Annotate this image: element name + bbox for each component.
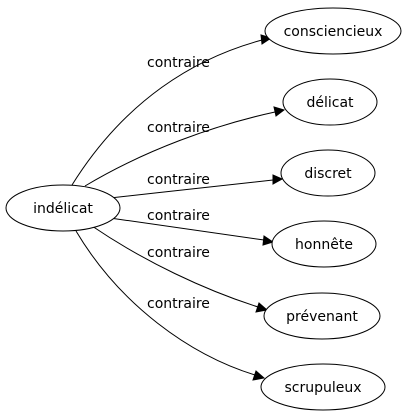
edge-line xyxy=(75,230,256,376)
arrowhead-icon xyxy=(273,106,286,117)
edge-line xyxy=(109,217,265,241)
target-node-discret: discret xyxy=(280,149,376,197)
edge-label: contraire xyxy=(147,55,210,71)
arrowhead-icon xyxy=(252,370,266,381)
edge-scrupuleux: contraire xyxy=(75,230,266,381)
target-node-delicat: délicat xyxy=(282,78,378,126)
edge-label: contraire xyxy=(147,120,210,136)
arrowhead-icon xyxy=(272,174,284,185)
edge-delicat: contraire xyxy=(84,106,286,187)
arrowhead-icon xyxy=(262,235,275,246)
arrowhead-icon xyxy=(255,302,269,313)
edge-label: contraire xyxy=(147,208,210,224)
target-node-label: honnête xyxy=(295,237,353,253)
target-node-label: scrupuleux xyxy=(284,380,361,396)
edge-label: contraire xyxy=(147,245,210,261)
edge-honnete: contraire xyxy=(109,208,275,246)
target-node-label: prévenant xyxy=(286,309,358,325)
target-node-honnete: honnête xyxy=(271,220,377,268)
source-node-label: indélicat xyxy=(33,201,93,217)
target-node-consciencieux: consciencieux xyxy=(264,7,402,55)
edge-label: contraire xyxy=(147,296,210,312)
edge-label: contraire xyxy=(147,172,210,188)
target-node-scrupuleux: scrupuleux xyxy=(260,363,386,411)
edge-line xyxy=(91,225,259,308)
target-node-label: délicat xyxy=(306,95,354,111)
source-node: indélicat xyxy=(5,184,121,232)
edge-prevenant: contraire xyxy=(91,225,269,313)
target-node-label: discret xyxy=(304,166,352,182)
target-node-prevenant: prévenant xyxy=(263,292,381,340)
target-node-label: consciencieux xyxy=(284,24,383,40)
edge-line xyxy=(84,111,276,187)
edge-consciencieux: contraire xyxy=(71,34,273,186)
edge-line xyxy=(71,39,263,186)
edge-discret: contraire xyxy=(109,172,284,199)
edge-line xyxy=(109,179,274,199)
